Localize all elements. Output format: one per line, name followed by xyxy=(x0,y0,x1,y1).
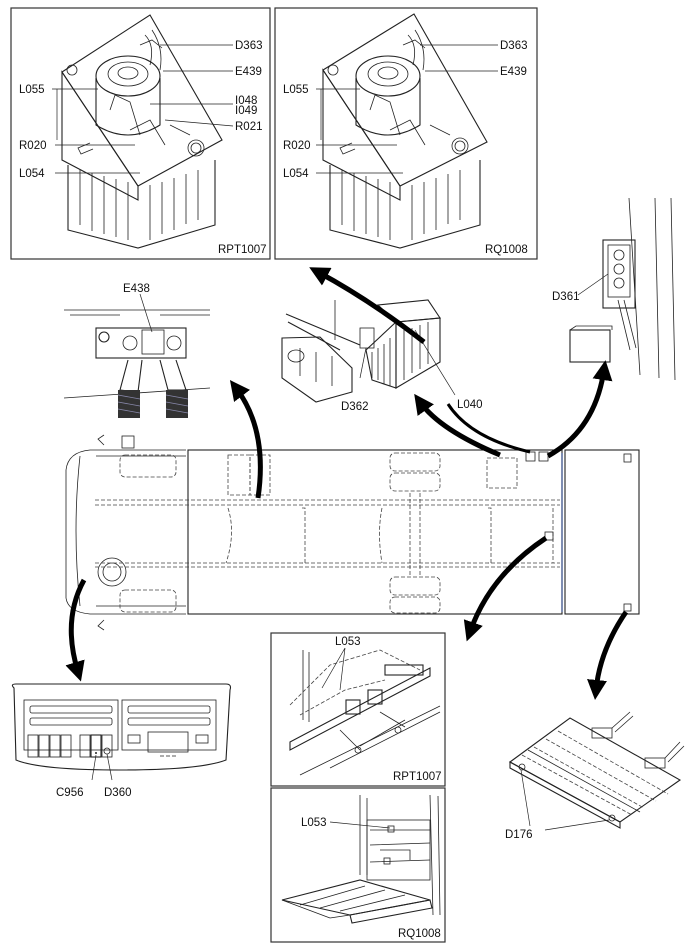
lift-panel-rpt1007: L053 RPT1007 xyxy=(270,632,446,787)
arrow-to-ramp xyxy=(587,610,629,700)
label-d362: D362 xyxy=(341,401,369,413)
pump-panel-rpt1007: D363 E439 L055 I048 I049 R021 R020 L054 … xyxy=(10,7,271,260)
label-l053: L053 xyxy=(301,817,327,829)
dashboard-view: C956 D360 xyxy=(11,683,232,799)
hydraulic-pump-unit-illustration xyxy=(61,14,223,249)
pump-panel-rq1008: D363 E439 L055 R020 L054 RQ1008 xyxy=(274,7,538,260)
callout-arrows xyxy=(65,267,629,700)
label-l055: L055 xyxy=(19,84,45,96)
caption-rq1008: RQ1008 xyxy=(485,244,528,256)
rear-control-box-d361-view: D361 xyxy=(552,197,676,381)
label-e439: E439 xyxy=(235,66,262,78)
arrow-to-rear-switch xyxy=(546,360,613,459)
label-l053: L053 xyxy=(335,636,361,648)
arrow-to-pump-panel xyxy=(309,267,426,344)
label-e438: E438 xyxy=(123,283,150,295)
label-c956: C956 xyxy=(56,787,84,799)
label-r020: R020 xyxy=(19,140,47,152)
label-r020: R020 xyxy=(283,140,311,152)
label-d363: D363 xyxy=(235,40,263,52)
relay-block-e438-view: E438 xyxy=(63,283,211,418)
label-i049: I049 xyxy=(235,105,257,117)
label-i048: I048 xyxy=(235,95,257,107)
arrow-to-battery-box xyxy=(414,393,501,458)
label-d360: D360 xyxy=(104,787,132,799)
vehicle-plan-view xyxy=(65,434,640,631)
caption-rpt1007: RPT1007 xyxy=(393,771,442,783)
label-e439: E439 xyxy=(500,66,527,78)
label-l054: L054 xyxy=(283,168,309,180)
arrow-to-dashboard xyxy=(65,578,87,682)
label-d176: D176 xyxy=(505,829,533,841)
caption-rpt1007: RPT1007 xyxy=(218,244,267,256)
battery-box-view: D362 L040 xyxy=(281,299,483,413)
hydraulic-pump-unit-illustration xyxy=(322,13,488,249)
label-d363: D363 xyxy=(500,40,528,52)
label-r021: R021 xyxy=(235,121,263,133)
label-l055: L055 xyxy=(283,84,309,96)
lift-panel-rq1008: L053 RQ1008 xyxy=(270,787,446,943)
ramp-plate-view: D176 xyxy=(505,711,685,841)
caption-rq1008: RQ1008 xyxy=(398,928,441,940)
label-d361: D361 xyxy=(552,291,580,303)
arrow-to-relay-block xyxy=(229,380,263,499)
switch-bank xyxy=(27,734,113,758)
label-l054: L054 xyxy=(19,168,45,180)
arrow-to-lift-panels xyxy=(463,535,548,642)
label-l040: L040 xyxy=(457,399,483,411)
